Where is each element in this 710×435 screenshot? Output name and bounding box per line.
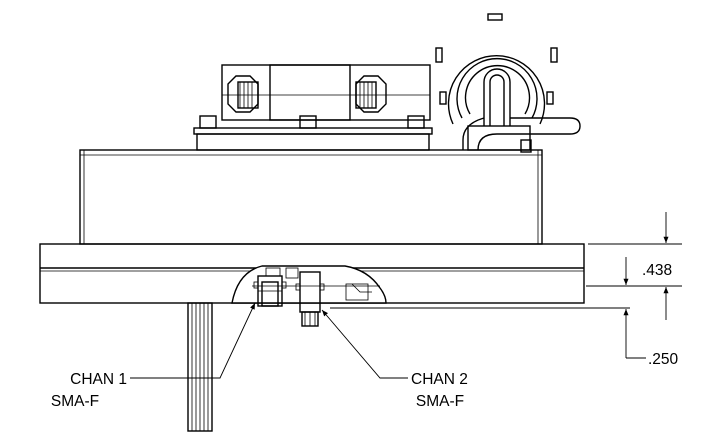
screw-head <box>299 115 317 129</box>
main-body <box>79 149 543 245</box>
chan2-connector-section <box>285 267 325 327</box>
chan2-label: CHAN 2 <box>411 371 468 388</box>
ribbon-cable <box>187 302 213 432</box>
dimension-lines <box>330 212 682 359</box>
leader-lines <box>130 302 408 379</box>
round-connector <box>435 13 581 153</box>
chan2-connector-type: SMA-F <box>416 393 464 410</box>
screw-head <box>407 115 425 129</box>
left-hex-nut <box>227 75 259 113</box>
right-hex-nut <box>355 75 387 113</box>
screw-head <box>199 115 217 129</box>
chan1-connector-section <box>253 267 287 307</box>
dimension-upper-label: .438 <box>642 262 672 279</box>
chan1-connector-type: SMA-F <box>51 393 99 410</box>
top-connector-housing <box>193 64 433 151</box>
section-cutaway <box>231 265 387 327</box>
chan1-label: CHAN 1 <box>70 371 127 388</box>
dimension-lower-label: .250 <box>648 351 679 368</box>
